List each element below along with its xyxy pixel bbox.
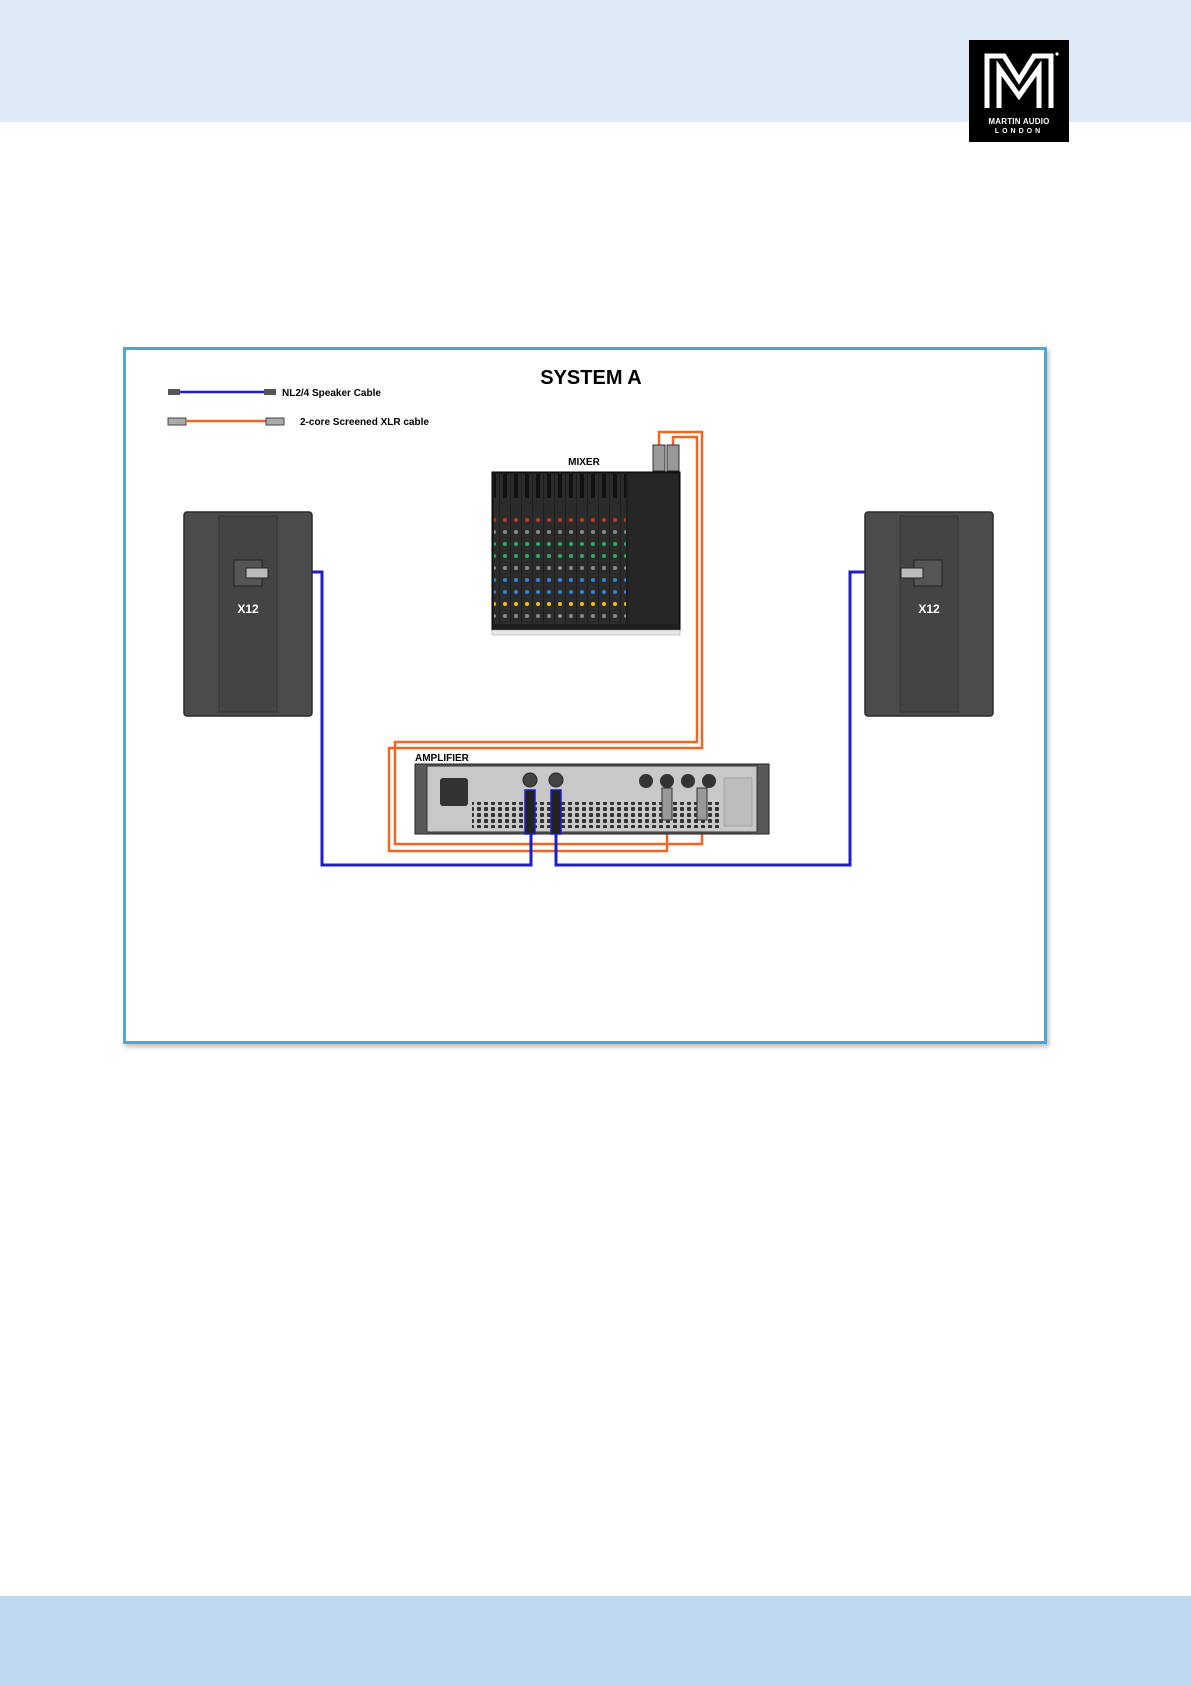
legend-xlr-cable: 2-core Screened XLR cable (168, 417, 429, 428)
amplifier: AMPLIFIER (415, 753, 769, 834)
speaker-left-label: X12 (237, 602, 259, 616)
amplifier-power-socket (440, 778, 468, 806)
mixer-master-section (628, 474, 678, 624)
page-footer-band (0, 1596, 1191, 1685)
amplifier-speakon-out-a (523, 773, 537, 787)
mixer-xlr-out-b (667, 445, 679, 471)
speaker-right-label: X12 (918, 602, 940, 616)
amplifier-speakon-out-b (549, 773, 563, 787)
speaker-left: X12 (184, 512, 312, 716)
logo-text-brand: MARTIN AUDIO (969, 117, 1069, 126)
legend: NL2/4 Speaker Cable 2-core Screened XLR … (168, 388, 429, 428)
martin-audio-logo: MARTIN AUDIO LONDON (969, 40, 1069, 142)
mixer: MIXER (492, 445, 680, 635)
mixer-label: MIXER (568, 457, 600, 468)
mixer-xlr-out-a (653, 445, 665, 471)
speaker-right-connector (901, 568, 923, 578)
martin-audio-m-logo-icon (969, 40, 1069, 142)
speaker-left-connector (246, 568, 268, 578)
amplifier-label: AMPLIFIER (415, 753, 470, 764)
amplifier-xlr-in-a (660, 774, 674, 788)
system-diagram-frame: SYSTEM A NL2/4 Speaker Cable 2-core Scre… (123, 347, 1047, 1044)
amplifier-vents (472, 802, 722, 828)
speaker-right: X12 (865, 512, 993, 716)
amplifier-xlr-in-b (702, 774, 716, 788)
logo-text-city: LONDON (969, 128, 1069, 135)
diagram-title: SYSTEM A (540, 367, 642, 389)
legend-label-xlr-cable: 2-core Screened XLR cable (300, 417, 429, 428)
legend-label-speaker-cable: NL2/4 Speaker Cable (282, 388, 381, 399)
legend-speaker-cable: NL2/4 Speaker Cable (168, 388, 381, 399)
system-a-diagram: SYSTEM A NL2/4 Speaker Cable 2-core Scre… (126, 350, 1044, 1041)
mixer-channel-strips (494, 474, 626, 624)
